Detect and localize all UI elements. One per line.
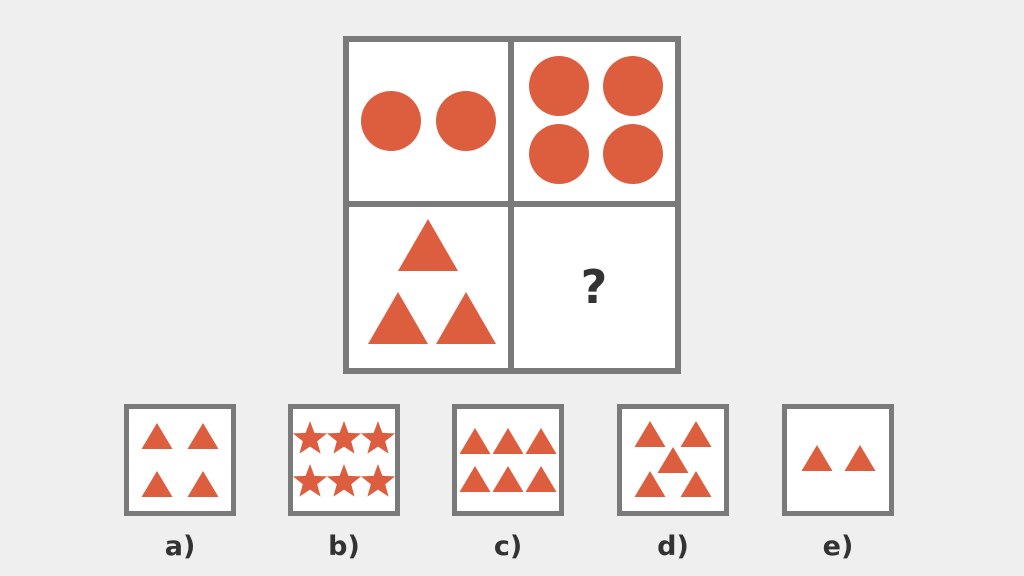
star-shape bbox=[326, 464, 362, 497]
triangle-shape bbox=[141, 423, 173, 449]
triangle-shape bbox=[492, 428, 524, 454]
triangle-shape bbox=[801, 445, 833, 471]
circle-shape bbox=[436, 91, 496, 151]
option-b[interactable]: b) bbox=[288, 404, 400, 563]
option-label[interactable]: d) bbox=[657, 531, 689, 562]
circle-shape bbox=[529, 124, 589, 184]
triangle-shape bbox=[634, 421, 666, 447]
matrix-cell-1 bbox=[361, 91, 496, 151]
circle-shape bbox=[529, 56, 589, 116]
triangle-shape bbox=[141, 471, 173, 497]
triangle-shape bbox=[657, 447, 689, 473]
triangle-shape bbox=[680, 421, 712, 447]
triangle-shape bbox=[525, 466, 557, 492]
matrix-cell-2 bbox=[529, 56, 663, 184]
option-label[interactable]: e) bbox=[823, 531, 854, 562]
star-shape bbox=[292, 421, 328, 454]
matrix-grid: ? bbox=[343, 36, 681, 374]
option-label[interactable]: c) bbox=[494, 531, 522, 562]
circle-shape bbox=[361, 91, 421, 151]
question-mark: ? bbox=[581, 260, 608, 314]
star-shape bbox=[360, 421, 396, 454]
matrix-cell-3 bbox=[368, 219, 496, 344]
triangle-shape bbox=[525, 428, 557, 454]
triangle-shape bbox=[187, 423, 219, 449]
triangle-shape bbox=[492, 466, 524, 492]
triangle-shape bbox=[844, 445, 876, 471]
triangle-shape bbox=[436, 292, 496, 344]
circle-shape bbox=[603, 56, 663, 116]
option-label[interactable]: a) bbox=[165, 531, 196, 562]
option-box[interactable] bbox=[124, 404, 236, 516]
option-label[interactable]: b) bbox=[328, 531, 360, 562]
option-a[interactable]: a) bbox=[124, 404, 236, 563]
option-c[interactable]: c) bbox=[452, 404, 564, 563]
star-shape bbox=[326, 421, 362, 454]
option-box[interactable] bbox=[782, 404, 894, 516]
triangle-shape bbox=[398, 219, 458, 271]
star-shape bbox=[360, 464, 396, 497]
circle-shape bbox=[603, 124, 663, 184]
option-box[interactable] bbox=[452, 404, 564, 516]
triangle-shape bbox=[459, 428, 491, 454]
star-shape bbox=[292, 464, 328, 497]
option-d[interactable]: d) bbox=[617, 404, 729, 563]
triangle-shape bbox=[634, 471, 666, 497]
option-e[interactable]: e) bbox=[782, 404, 894, 563]
triangle-shape bbox=[680, 471, 712, 497]
triangle-shape bbox=[368, 292, 428, 344]
triangle-shape bbox=[187, 471, 219, 497]
triangle-shape bbox=[459, 466, 491, 492]
